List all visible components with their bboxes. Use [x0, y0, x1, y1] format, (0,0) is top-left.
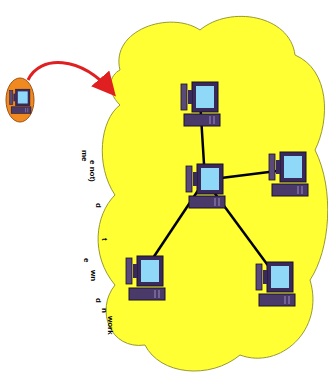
text-fragment: d — [94, 298, 103, 303]
user-oval — [6, 78, 34, 122]
join-arrow — [28, 63, 112, 92]
text-fragment: work — [106, 316, 115, 335]
text-fragment: d — [94, 203, 103, 208]
text-fragment: n — [100, 308, 109, 313]
computer-icon — [181, 82, 220, 126]
text-fragment: me — [80, 150, 89, 162]
computer-icon — [256, 262, 295, 306]
text-fragment: e not) — [88, 160, 97, 182]
text-fragment: wn — [89, 270, 98, 281]
network-cloud — [98, 16, 328, 371]
text-fragment: t — [100, 238, 109, 241]
computer-icon — [269, 152, 308, 196]
computer-icon — [10, 89, 31, 113]
computer-icon — [186, 164, 225, 208]
computer-icon — [126, 256, 165, 300]
text-fragment: e — [82, 258, 91, 262]
